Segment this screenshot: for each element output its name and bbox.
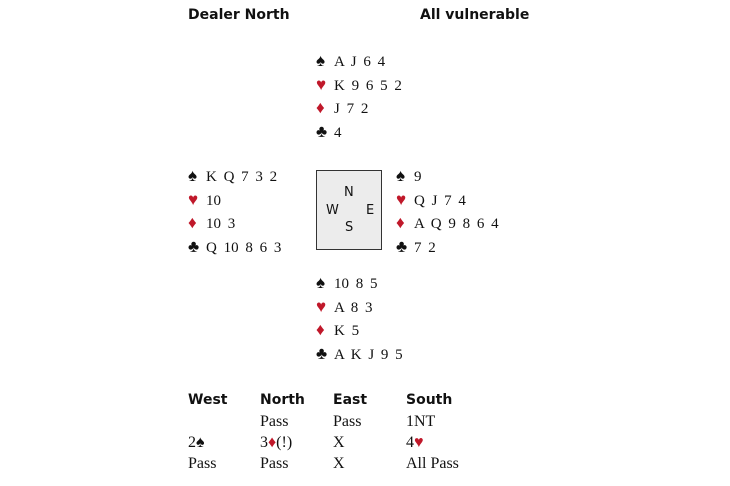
auction-call: 4♥ [406,432,478,453]
call-text: 1NT [406,413,436,430]
call-text: X [333,434,345,451]
compass-west: W [326,203,339,218]
north-heart-row: ♥ K 9 6 5 2 [316,73,402,97]
west-club-cards: Q 10 8 6 3 [206,239,282,256]
diamond-icon: ♦ [396,213,405,232]
call-text: X [333,455,345,472]
call-text: Pass [260,455,289,472]
heart-icon: ♥ [396,189,407,209]
east-diamond-cards: A Q 9 8 6 4 [414,216,499,232]
east-club-row: ♣ 7 2 [396,235,499,259]
heart-icon: ♥ [188,189,199,209]
heart-icon: ♥ [316,74,327,94]
club-icon: ♣ [316,121,328,141]
call-text: 4 [406,434,414,451]
south-hand: ♠ 10 8 5 ♥ A 8 3 ♦ K 5 ♣ A K J 9 5 [316,271,403,365]
suit-icon: ♠ [196,434,205,451]
spade-icon: ♠ [396,166,406,185]
north-club-row: ♣4 [316,120,402,144]
north-club-cards: 4 [334,124,342,141]
north-spade-row: ♠ A J 6 4 [316,49,402,73]
call-text: 2 [188,434,196,451]
south-diamond-cards: K 5 [334,323,360,339]
auction-header-north: North [260,392,305,408]
auction-call: 3♦(!) [260,432,332,453]
north-spade-cards: A J 6 4 [334,54,386,70]
auction-column-south: South 1NT 4♥ All Pass [406,390,478,474]
west-heart-cards: 10 [206,192,221,209]
spade-icon: ♠ [316,51,326,70]
north-hand: ♠A J 6 4♥K 9 6 5 2♦J 7 2♣4 [316,49,402,143]
auction-call: 2♠ [188,432,260,453]
spade-icon: ♠ [188,166,198,185]
west-spade-row: ♠ K Q 7 3 2 [188,164,281,188]
north-heart-cards: K 9 6 5 2 [334,77,402,94]
west-diamond-row: ♦ 10 3 [188,211,281,235]
auction-header-south: South [406,392,453,408]
compass-east: E [366,203,375,218]
north-diamond-row: ♦ J 7 2 [316,96,402,120]
south-club-cards: A K J 9 5 [334,346,403,363]
auction-call: X [333,453,405,474]
south-spade-cards: 10 8 5 [334,276,378,292]
club-icon: ♣ [396,236,408,256]
auction-column-west: West 2♠ Pass [188,390,260,474]
west-diamond-cards: 10 3 [206,216,236,232]
auction-call [188,411,260,432]
east-spade-row: ♠9 [396,164,499,188]
east-spade-cards: 9 [414,169,422,185]
auction-call: X [333,432,405,453]
call-text: 3 [260,434,268,451]
auction-header-west: West [188,392,228,408]
south-heart-row: ♥ A 8 3 [316,295,403,319]
diamond-icon: ♦ [316,98,325,117]
call-text: Pass [188,455,217,472]
call-note: (!) [276,434,293,451]
auction-call: 1NT [406,411,478,432]
west-club-row: ♣ Q 10 8 6 3 [188,235,281,259]
north-diamond-cards: J 7 2 [334,101,369,117]
auction-call: All Pass [406,453,478,474]
auction-call: Pass [260,453,332,474]
heart-icon: ♥ [316,296,327,316]
east-club-cards: 7 2 [414,239,436,256]
south-spade-row: ♠ 10 8 5 [316,271,403,295]
call-text: Pass [333,413,362,430]
east-heart-cards: Q J 7 4 [414,192,466,209]
south-heart-cards: A 8 3 [334,299,373,316]
auction-call: Pass [260,411,332,432]
spade-icon: ♠ [316,273,326,292]
east-diamond-row: ♦ A Q 9 8 6 4 [396,211,499,235]
diamond-icon: ♦ [188,213,197,232]
auction-header-east: East [333,392,368,408]
west-spade-cards: K Q 7 3 2 [206,169,278,185]
dealer-label: Dealer North [188,7,290,23]
west-heart-row: ♥ 10 [188,188,281,212]
club-icon: ♣ [188,236,200,256]
suit-icon: ♦ [268,434,277,451]
auction-call: Pass [333,411,405,432]
suit-icon: ♥ [414,434,424,451]
compass-box: N W E S [316,170,382,250]
vulnerability-label: All vulnerable [420,7,530,23]
west-hand: ♠ K Q 7 3 2 ♥ 10 ♦ 10 3 ♣ Q 10 8 6 3 [188,164,281,258]
diamond-icon: ♦ [316,320,325,339]
south-club-row: ♣ A K J 9 5 [316,342,403,366]
club-icon: ♣ [316,343,328,363]
east-heart-row: ♥ Q J 7 4 [396,188,499,212]
south-diamond-row: ♦ K 5 [316,318,403,342]
auction-call: Pass [188,453,260,474]
compass-south: S [345,220,354,235]
east-hand: ♠9♥Q J 7 4♦A Q 9 8 6 4♣7 2 [396,164,499,258]
call-text: Pass [260,413,289,430]
compass-north: N [344,185,354,200]
call-text: All Pass [406,455,459,472]
